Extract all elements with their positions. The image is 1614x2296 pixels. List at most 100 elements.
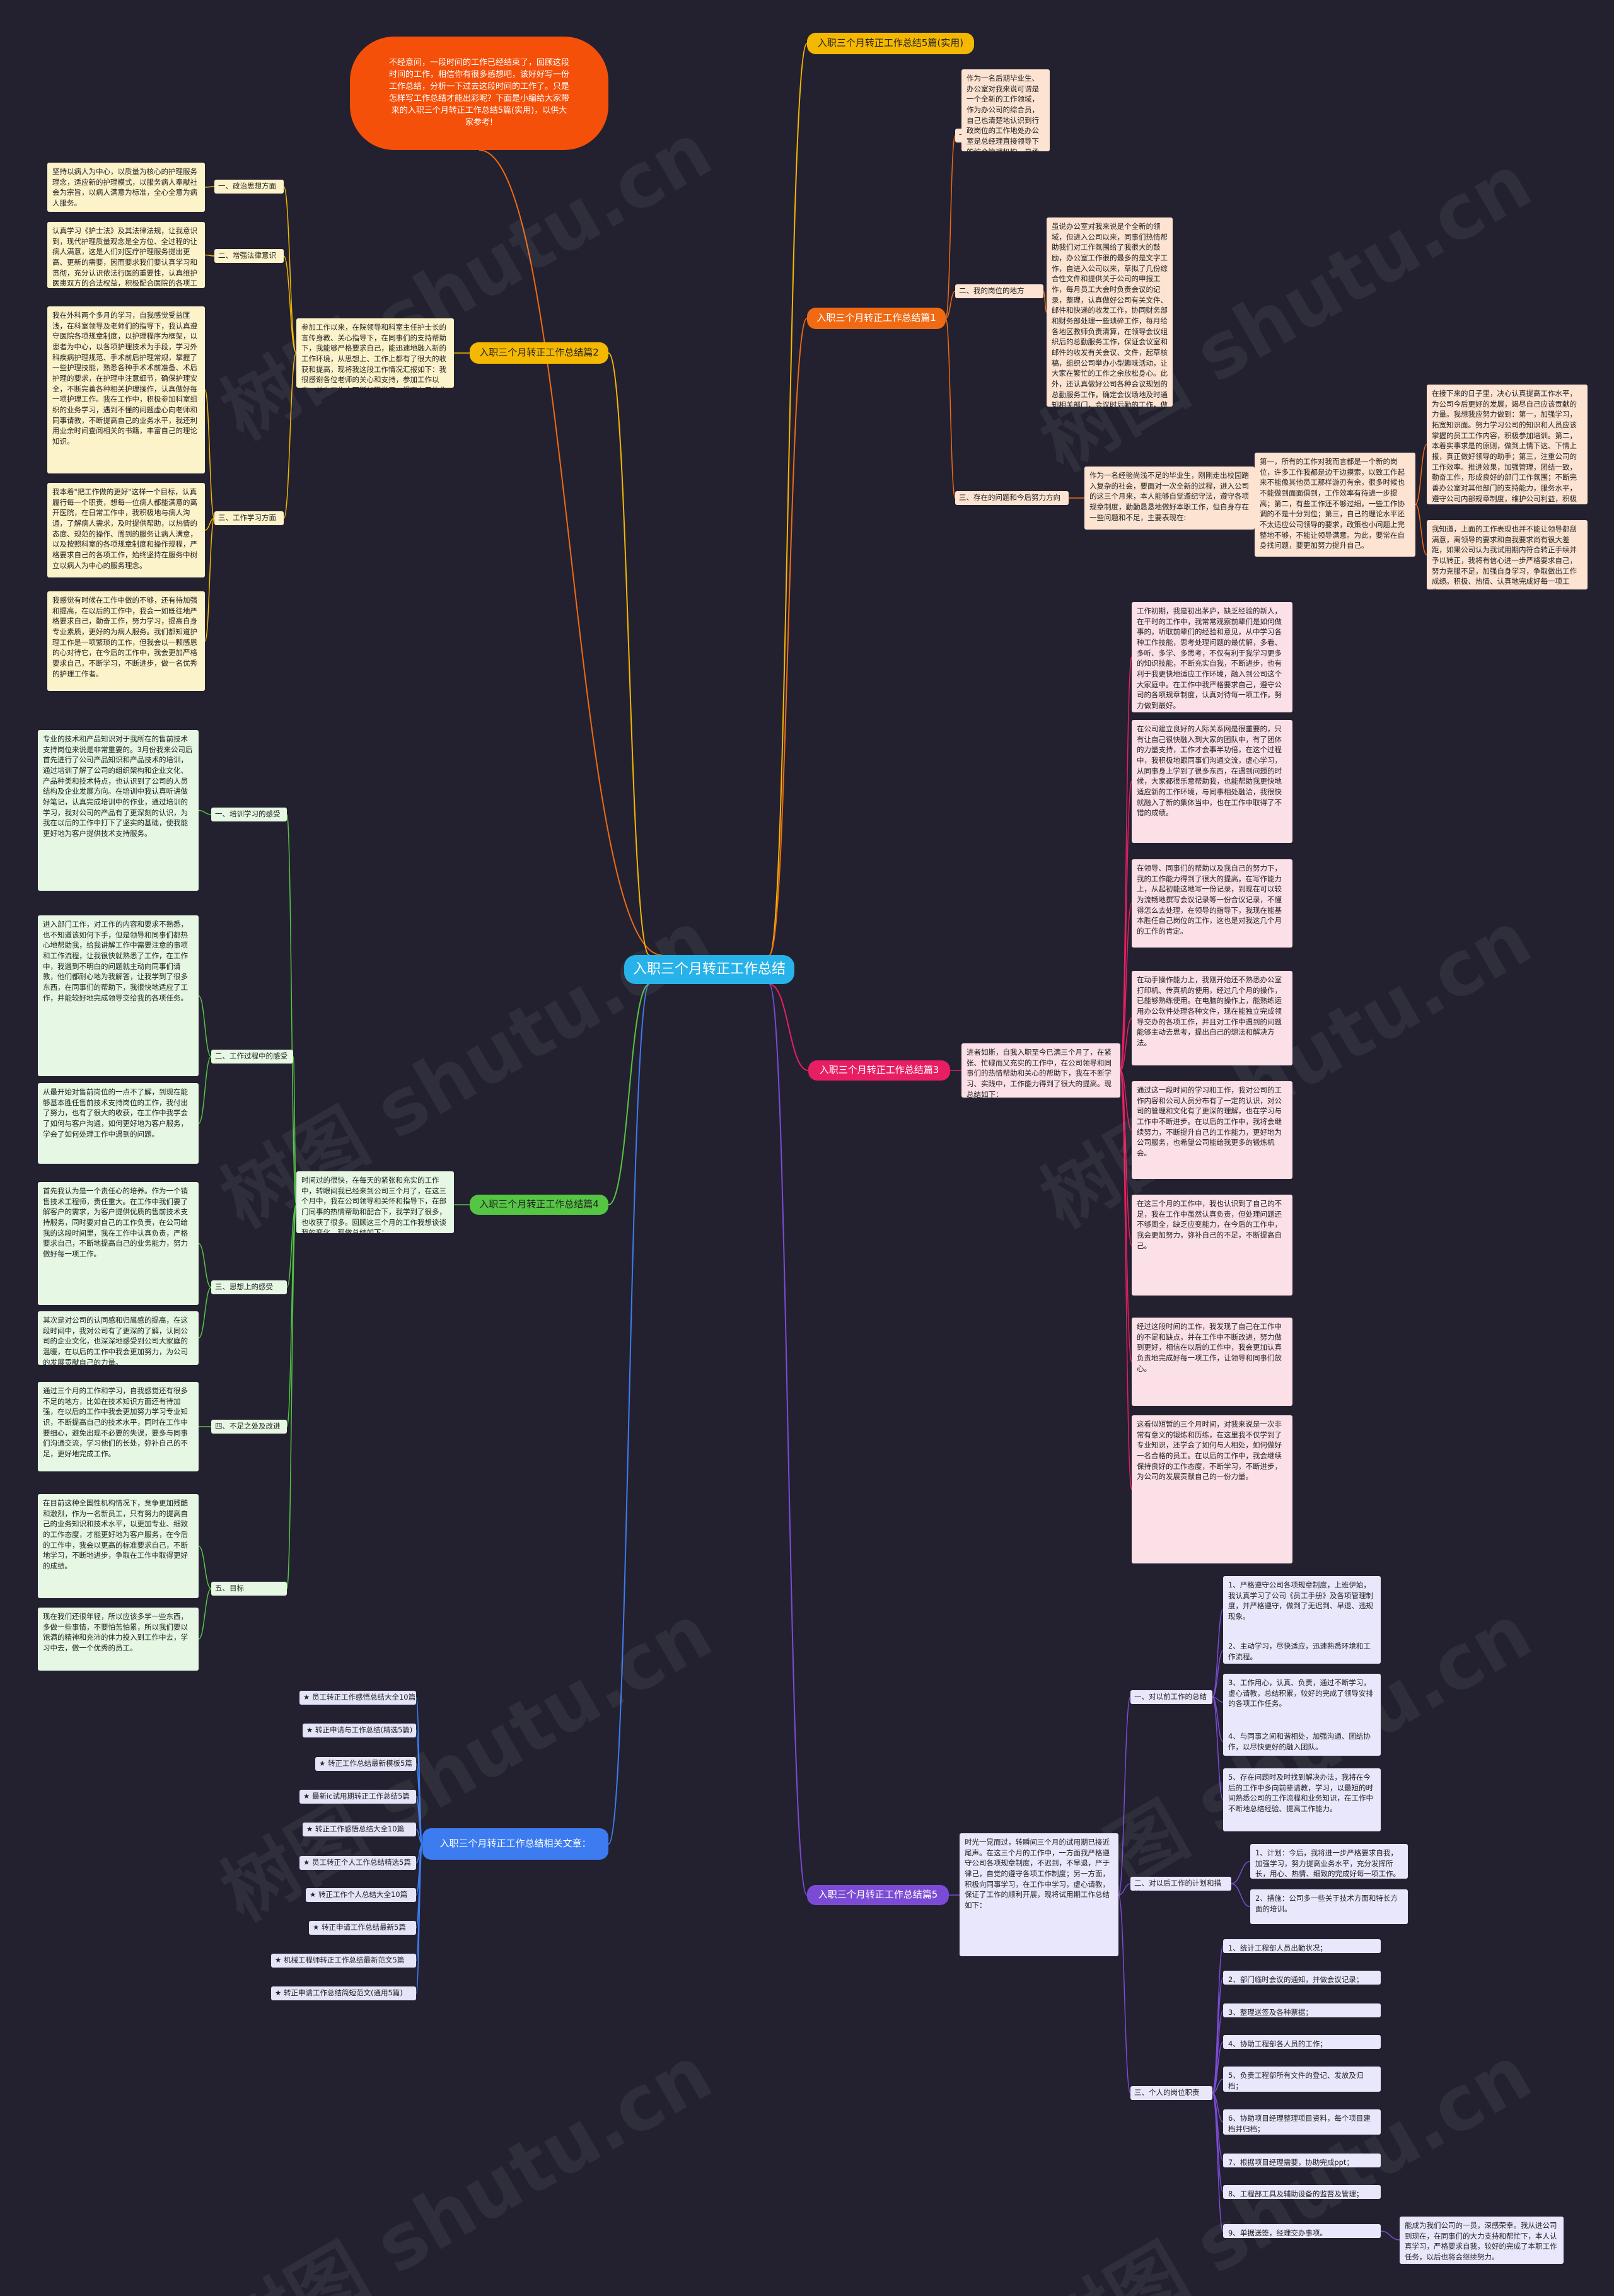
related-article-link-2[interactable]: ★ 转正工作总结最新模板5篇 <box>315 1757 416 1771</box>
branch-hub-0[interactable]: 入职三个月转正工作总结5篇(实用) <box>807 33 974 54</box>
branch3-text-1: 在公司建立良好的人际关系网是很重要的，只有让自己很快融入到大家的团队中，有了团体… <box>1132 720 1292 843</box>
related-article-link-7[interactable]: ★ 转正申请工作总结最新5篇 <box>309 1921 416 1935</box>
branch2-text-1: 认真学习《护士法》及其法律法规，让我意识到，现代护理质量观念是全方位、全过程的让… <box>47 222 205 288</box>
branch5-summary: 时光一晃而过，转瞬间三个月的试用期已接近尾声。在这三个月的工作中，一方面我严格遵… <box>960 1833 1118 1956</box>
b4-text-conn <box>198 1588 212 1640</box>
branch5-item-2-9: 能成为我们公司的一员，深感荣幸。我从进公司到现在，在同事们的大力支持和帮忙下，本… <box>1400 2217 1564 2264</box>
branch1-text-0: 作为一名后期毕业生、办公室对我来说可谓是一个全新的工作领域，作为办公司的综合员，… <box>961 69 1050 151</box>
b5-item-conn <box>1380 2230 1400 2241</box>
branch4-section-3[interactable]: 四、不足之处及改进 <box>211 1420 287 1434</box>
branch1-text-2: 作为一名经验尚浅不足的毕业生，刚刚走出校园踏入复杂的社会，要面对一次全新的过程，… <box>1084 467 1255 530</box>
b5-item-conn <box>1212 1977 1224 2094</box>
b1-sec-conn <box>945 135 956 319</box>
b3-text-conn <box>1120 656 1132 1071</box>
b4-text-conn <box>198 1243 212 1288</box>
branch-hub-5[interactable]: 入职三个月转正工作总结篇5 <box>807 1885 949 1905</box>
b4-text-conn <box>198 1287 212 1339</box>
b1-sec-conn <box>945 291 956 319</box>
b3-text-conn <box>1120 780 1132 1071</box>
branch5-item-2-8: 9、单据送签，经理交办事项。 <box>1223 2224 1381 2238</box>
branch5-section-2[interactable]: 三、个人的岗位职责 <box>1130 2086 1212 2100</box>
branch-hub-1[interactable]: 入职三个月转正工作总结篇1 <box>807 308 946 329</box>
branch1-sub-1: 在接下来的日子里，决心认真提高工作水平，为公司今后更好的发展，竭尽自己应该贡献的… <box>1427 385 1588 504</box>
root-node[interactable]: 入职三个月转正工作总结 <box>624 955 794 984</box>
b4-sec-conn <box>293 1056 297 1205</box>
branch5-item-2-3: 4、协助工程部各人员的工作； <box>1223 2035 1381 2049</box>
branch-2-connector <box>608 352 650 956</box>
related-article-link-0[interactable]: ★ 员工转正工作感悟总结大全10篇 <box>299 1691 416 1705</box>
branch1-section-2[interactable]: 三、存在的问题和今后努力方向 <box>955 491 1069 505</box>
branch-hub-6[interactable]: 入职三个月转正工作总结相关文章： <box>422 1828 608 1860</box>
related-article-link-1[interactable]: ★ 转正申请与工作总结(精选5篇) <box>303 1724 416 1737</box>
related-article-link-4[interactable]: ★ 转正工作感悟总结大全10篇 <box>303 1823 416 1836</box>
b4-text-conn <box>198 1056 212 1124</box>
branch4-section-0[interactable]: 一、培训学习的感受 <box>211 808 287 821</box>
b5-sec-conn <box>1118 1883 1131 1896</box>
b2-text-conn <box>204 518 215 642</box>
branch-5-connector <box>769 983 808 1896</box>
branch-hub-2[interactable]: 入职三个月转正工作总结篇2 <box>470 342 608 364</box>
branch1-section-1[interactable]: 二、我的岗位的地方 <box>955 284 1043 298</box>
branch4-text-4-0: 在目前这种全国性机构情况下，竞争更加残酷和激烈，作为一名新员工，只有努力的提高自… <box>38 1494 199 1598</box>
branch2-text-2-2: 我感觉有时候在工作中做的不够，还有待加强和提高，在以后的工作中，我会一如既往地严… <box>47 591 205 691</box>
branch4-text-2-0: 首先我认为是一个责任心的培养。作为一个销售技术工程师，责任重大。在工作中我们要了… <box>38 1182 199 1305</box>
b6-link-conn <box>415 1843 423 1994</box>
branch4-text-3-0: 通过三个月的工作和学习，自我感觉还有很多不足的地方，比如在技术知识方面还有待加强… <box>38 1382 199 1471</box>
branch5-section-0[interactable]: 一、对以前工作的总结 <box>1130 1690 1212 1704</box>
branch5-item-2-4: 5、负责工程部所有文件的登记、发放及归档； <box>1223 2067 1381 2092</box>
b6-link-conn <box>415 1796 423 1845</box>
branch4-section-4[interactable]: 五、目标 <box>211 1582 287 1596</box>
branch5-item-0-4: 5、存在问题时及时找到解决办法，我将在今后的工作中多向前辈请教，学习，以最短的时… <box>1223 1768 1381 1831</box>
b4-text-conn <box>198 1545 212 1589</box>
b4-sec-conn <box>286 1204 297 1288</box>
b5-sec-conn <box>1118 1894 1131 2094</box>
branch5-item-0-3: 4、与同事之间和谐相处，加强沟通、团结协作，以尽快更好的融入团队。 <box>1223 1727 1381 1756</box>
b1-sec-conn <box>945 318 956 499</box>
b2-text-conn <box>204 518 215 531</box>
b3-text-conn <box>1120 1070 1132 1131</box>
branch3-summary: 进者如斯，自我入职至今已满三个月了，在紧张、忙碌而又充实的工作中，在公司领导和同… <box>961 1043 1120 1098</box>
branch3-text-7: 这看似短暂的三个月时间，对我来说是一次非常有意义的锻炼和历练，在这里我不仅学到了… <box>1132 1415 1292 1563</box>
related-article-link-9[interactable]: ★ 转正申请工作总结简短范文(通用5篇) <box>271 1986 416 2000</box>
branch5-item-2-7: 8、工程部工具及辅助设备的监督及管理； <box>1223 2185 1381 2199</box>
branch2-text-2-1: 我本着"把工作做的更好"这样一个目标，认真履行每一个职责，想每一位病人都能满意的… <box>47 483 205 577</box>
b3-text-conn <box>1120 1070 1132 1490</box>
branch-hub-3[interactable]: 入职三个月转正工作总结篇3 <box>808 1060 950 1081</box>
b4-sec-conn <box>286 1204 297 1589</box>
related-article-link-5[interactable]: ★ 员工转正个人工作总结精选5篇 <box>299 1856 416 1870</box>
b2-sec-conn <box>283 255 297 354</box>
b5-item-conn <box>1212 1608 1224 1698</box>
related-article-link-8[interactable]: ★ 机械工程师转正工作总结最新范文5篇 <box>271 1954 416 1968</box>
branch4-section-1[interactable]: 二、工作过程中的感受 <box>211 1050 293 1064</box>
branch-hub-4[interactable]: 入职三个月转正工作总结篇4 <box>470 1195 608 1215</box>
branch4-text-2-1: 其次是对公司的认同感和归属感的提高，在这段时间中，我对公司有了更深的了解，认同公… <box>38 1311 199 1365</box>
intro-bubble: 不经意间，一段时间的工作已经结束了，回顾这段时间的工作，相信你有很多感想吧，该好… <box>350 37 608 150</box>
related-article-link-3[interactable]: ★ 最新ic试用期转正工作总结5篇 <box>299 1790 416 1804</box>
branch1-sub-0: 第一，所有的工作对我而言都是一个新的岗位，许多工作我都是边干边摸索，以致工作起来… <box>1255 453 1415 557</box>
branch4-text-1-1: 从最开始对售前岗位的一点不了解，到现在能够基本胜任售前技术支持岗位的工作，我付出… <box>38 1083 199 1164</box>
branch3-text-0: 工作初期，我是初出茅庐，缺乏经验的新人，在平时的工作中，我常常观察前辈们是如何做… <box>1132 602 1292 712</box>
b2-sec-conn <box>283 186 297 354</box>
branch4-summary: 时间过的很快，在每天的紧张和充实的工作中，转眼间我已经来到公司三个月了，在这三个… <box>296 1171 454 1233</box>
b3-text-conn <box>1120 903 1132 1071</box>
branch4-section-2[interactable]: 三、思想上的感受 <box>211 1280 287 1294</box>
branch3-text-2: 在领导、同事们的帮助以及我自己的努力下，我的工作能力得到了很大的提高，在写作能力… <box>1132 859 1292 948</box>
branch2-section-1[interactable]: 二、增强法律意识 <box>214 249 284 263</box>
branch5-item-2-0: 1、统计工程部人员出勤状况； <box>1223 1939 1381 1953</box>
branch2-section-0[interactable]: 一、政治思想方面 <box>214 180 284 194</box>
b1-text-conn <box>1043 291 1047 313</box>
b4-text-conn <box>198 995 212 1057</box>
branch5-item-1-0: 1、计划：今后，我将进一步严格要求自我，加强学习，努力提高业务水平，充分发挥所长… <box>1250 1844 1408 1879</box>
related-article-link-6[interactable]: ★ 转正工作个人总结大全10篇 <box>306 1888 416 1902</box>
branch5-section-1[interactable]: 二、对以后工作的计划和措施 <box>1130 1877 1231 1891</box>
branch3-text-3: 在动手操作能力上，我刚开始还不熟悉办公室打印机、传真机的使用，经过几个月的操作，… <box>1132 971 1292 1065</box>
branch2-section-2[interactable]: 三、工作学习方面 <box>214 511 284 525</box>
b6-link-conn <box>415 1829 423 1845</box>
branch-4-connector <box>608 983 650 1205</box>
branch5-item-0-1: 2、主动学习，尽快适应，迅速熟悉环境和工作流程。 <box>1223 1637 1381 1664</box>
branch2-summary: 参加工作以来，在院领导和科室主任护士长的言传身教、关心指导下，在同事们的支持帮助… <box>296 318 454 388</box>
branch2-text-0: 坚持以病人为中心，以质量为核心的护理服务理念，适应新的护理模式，以服务病人奉献社… <box>47 163 205 212</box>
branch3-text-6: 经过这段时间的工作，我发现了自己在工作中的不足和缺点，并在工作中不断改进，努力做… <box>1132 1318 1292 1406</box>
